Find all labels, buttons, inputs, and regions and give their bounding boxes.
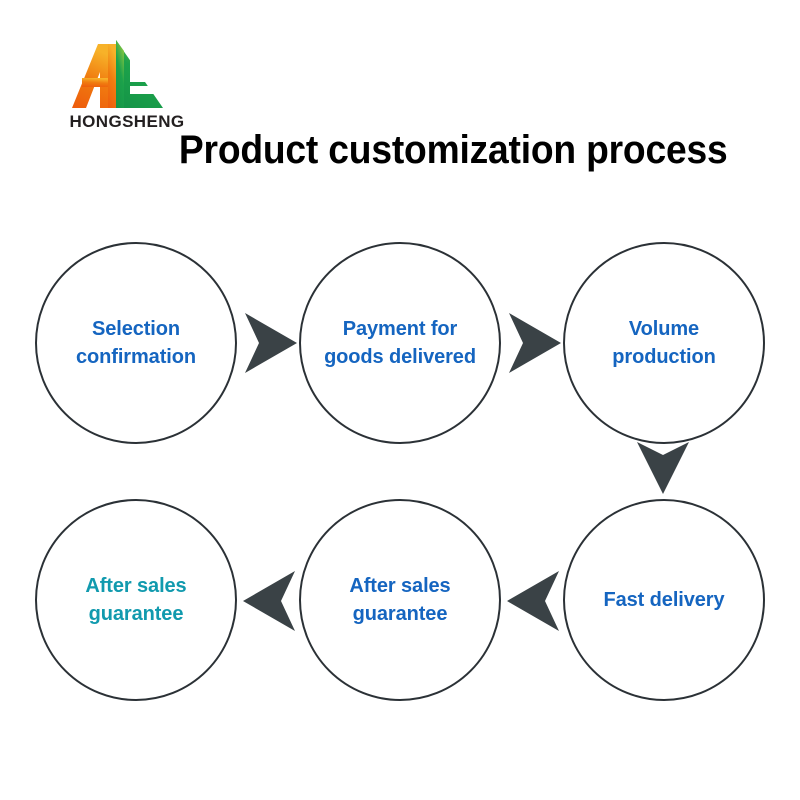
flow-node-label-line1: Fast delivery — [603, 588, 725, 611]
page-title: Product customization process — [178, 128, 728, 172]
flow-node-label-line1: After sales — [349, 574, 451, 597]
arrow-right-icon — [243, 307, 299, 379]
flow-node-label: Fast delivery — [575, 586, 753, 614]
flow-node-label-line1: Selection — [91, 317, 181, 340]
flow-node-label-line1: Volume — [628, 317, 700, 340]
flow-node-label: After sales guarantee — [311, 572, 489, 629]
flow-node-label: After sales guarantee — [47, 572, 225, 629]
flow-node-label-line2: confirmation — [76, 346, 196, 368]
flow-node-payment-for-goods-delivered[interactable]: Payment for goods delivered — [299, 242, 501, 444]
flow-node-fast-delivery[interactable]: Fast delivery — [563, 499, 765, 701]
arrow-left-icon — [241, 565, 297, 637]
flow-node-after-sales-guarantee-final[interactable]: After sales guarantee — [35, 499, 237, 701]
brand-name: HONGSHENG — [69, 112, 185, 131]
flow-node-label-line2: goods delivered — [324, 346, 476, 368]
flow-node-label: Volume production — [575, 315, 753, 372]
brand-logo-block: HONGSHENG — [52, 38, 202, 143]
arrow-right-icon — [507, 307, 563, 379]
flow-node-label-line1: After sales — [85, 574, 187, 597]
flow-node-label-line2: production — [612, 346, 716, 368]
arrow-left-icon — [505, 565, 561, 637]
flow-node-after-sales-guarantee-middle[interactable]: After sales guarantee — [299, 499, 501, 701]
flow-node-volume-production[interactable]: Volume production — [563, 242, 765, 444]
arrow-down-icon — [632, 440, 694, 496]
flow-node-label-line2: guarantee — [88, 603, 184, 625]
flow-node-label-line1: Payment for — [342, 317, 458, 340]
hongsheng-hs-triangle-logo-icon — [64, 38, 168, 110]
flow-node-selection-confirmation[interactable]: Selection confirmation — [35, 242, 237, 444]
flow-node-label: Selection confirmation — [47, 315, 225, 372]
flow-node-label: Payment for goods delivered — [311, 315, 489, 372]
flow-node-label-line2: guarantee — [352, 603, 448, 625]
